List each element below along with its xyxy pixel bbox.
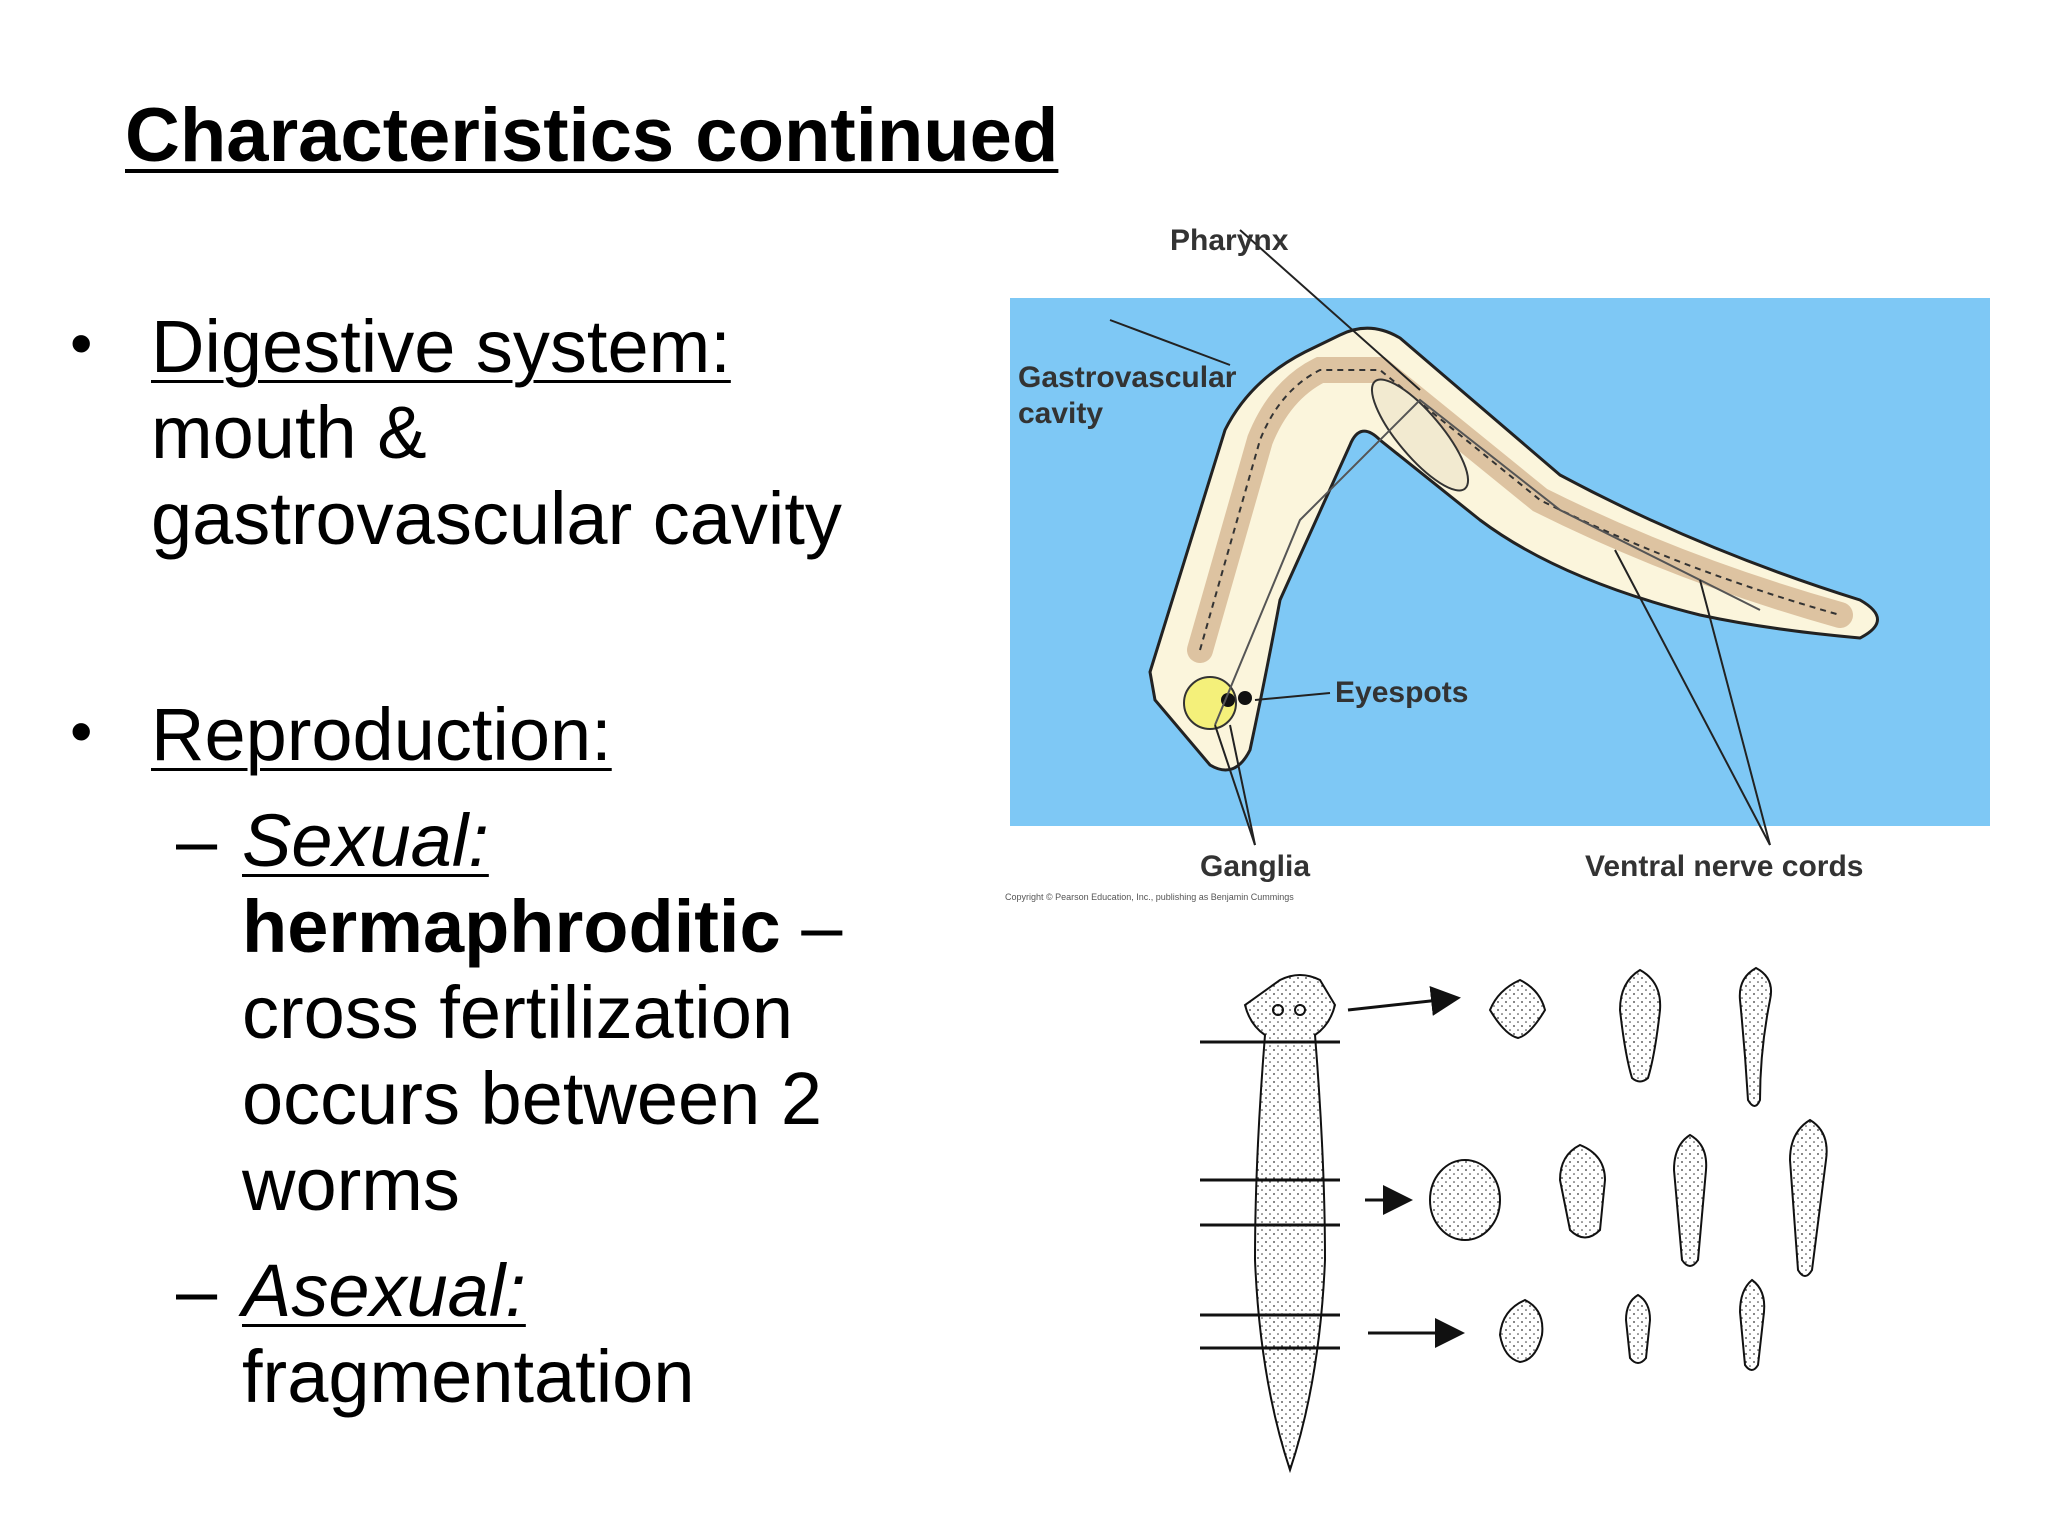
label-ventral-nerve-cords: Ventral nerve cords [1585,850,1863,883]
regenerating-fragment [1788,1118,1828,1277]
dash-marker: – [176,1249,218,1332]
pharynx-organ [1370,378,1470,492]
regenerating-fragment [1488,978,1547,1040]
regenerating-fragment [1498,1298,1544,1364]
label-gastrovascular: Gastrovascular [1018,361,1237,394]
nerve-cord-leader-line [1614,549,1771,846]
slide-title: Characteristics continued [125,93,1059,178]
bullet-dot: • [70,307,93,379]
sexual-bold-term: hermaphroditic [242,885,781,968]
arrow [1347,986,1461,1016]
regenerating-fragment [1738,1278,1766,1371]
planarian-anatomy-diagram: Pharynx Gastrovascular cavity Eyespots G… [1005,224,1990,902]
sexual-line-1: hermaphroditic – [242,884,842,970]
sexual-dash: – [780,885,843,968]
sexual-line-3: occurs between 2 [242,1057,823,1140]
label-cavity: cavity [1018,397,1103,430]
asexual-line-1: fragmentation [242,1335,695,1418]
regenerating-fragment [1624,1293,1652,1364]
dash-marker: – [176,799,218,882]
sexual-line-4: worms [242,1143,460,1226]
pharynx-leader-line [1239,229,1421,391]
worm-body [1148,326,1879,772]
ganglia-structure [1183,676,1237,730]
gastrovascular-leader-line [1109,319,1231,366]
ganglia-leader-line [1229,724,1256,846]
bullet-dot: • [70,695,93,767]
regenerating-fragment [1429,1159,1501,1241]
whole-planarian [1243,974,1337,1474]
eyespot [1294,1004,1306,1016]
digestive-line-1: mouth & [151,391,427,474]
regenerating-fragment [1558,1143,1607,1239]
sexual-heading: Sexual: [242,799,489,882]
diagram-blue-background [1010,298,1990,826]
digestive-heading: Digestive system: [151,305,731,388]
reproduction-heading: Reproduction: [151,693,612,776]
digestive-line-2: gastrovascular cavity [151,477,842,560]
nerve-cord-leader-line [1699,579,1771,846]
sexual-line-2: cross fertilization [242,971,794,1054]
ventral-nerve-cord [1214,398,1761,726]
regenerating-fragment [1672,1133,1708,1267]
regenerating-fragment [1738,966,1772,1107]
eyespot [1272,1004,1284,1016]
label-ganglia: Ganglia [1200,850,1310,883]
eyespot [1238,691,1252,705]
regeneration-diagram [1200,966,1828,1474]
ganglia-leader-line [1214,724,1256,846]
label-pharynx: Pharynx [1170,224,1289,257]
label-copyright: Copyright © Pearson Education, Inc., pub… [1005,892,1294,902]
eyespots-leader-line [1254,692,1331,701]
regenerating-fragment [1618,968,1662,1083]
asexual-heading: Asexual: [242,1249,526,1332]
label-eyespots: Eyespots [1335,676,1468,709]
